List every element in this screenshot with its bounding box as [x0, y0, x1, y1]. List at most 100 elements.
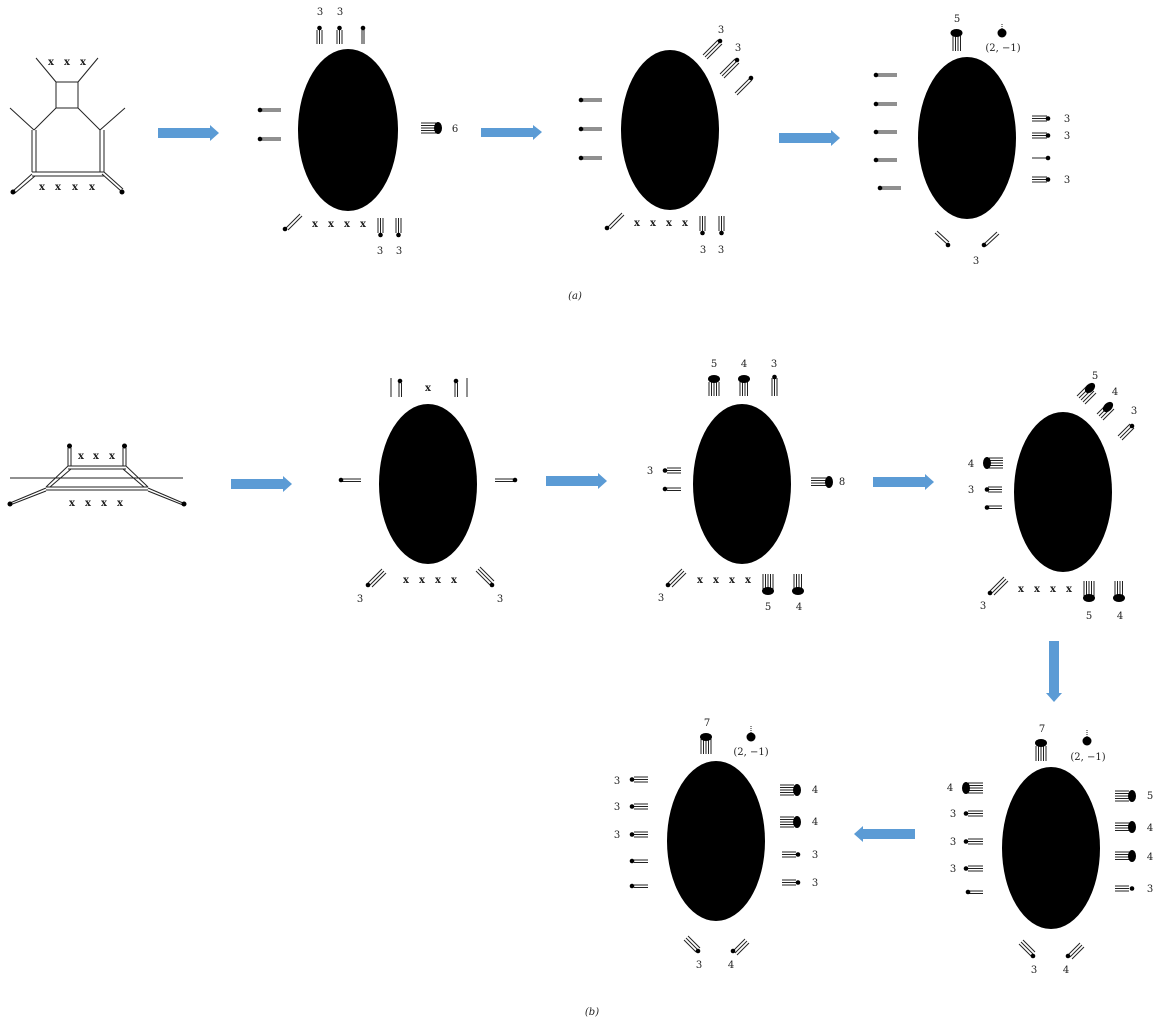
x-mark: x — [634, 218, 641, 229]
stack-label: 3 — [812, 878, 818, 889]
x-mark: x — [48, 57, 55, 68]
brane-endpoints — [873, 28, 1051, 248]
stack-label: 3 — [614, 830, 620, 841]
brane-endpoints — [257, 25, 442, 238]
right-arrow — [779, 130, 840, 146]
down-arrow — [1046, 641, 1062, 702]
left-arrow — [854, 826, 915, 842]
stack-label: 4 — [741, 359, 747, 370]
x-mark: x — [360, 219, 367, 230]
stack-label: 3 — [658, 593, 664, 604]
stack-label: 3 — [377, 246, 383, 257]
stack-label: 3 — [357, 594, 363, 605]
black-blob — [667, 761, 765, 921]
black-blob — [1014, 412, 1112, 572]
stack-label: 3 — [614, 802, 620, 813]
stack-label: 3 — [1064, 175, 1070, 186]
stack-label: 3 — [980, 601, 986, 612]
stack-label: 6 — [452, 124, 458, 135]
stack-label: 5 — [765, 602, 771, 613]
stack-label: 5 — [1086, 611, 1092, 622]
stack-label: 3 — [968, 485, 974, 496]
stack-label: 3 — [973, 256, 979, 267]
brane-endpoints — [983, 382, 1135, 602]
stack-label: 3 — [950, 809, 956, 820]
weight-label: (2, −1) — [985, 43, 1020, 54]
stack-label: 4 — [968, 459, 974, 470]
stack-label: 3 — [1147, 884, 1153, 895]
x-mark: x — [80, 57, 87, 68]
weight-label: (2, −1) — [733, 747, 768, 758]
black-blob — [918, 57, 1016, 219]
web-endpoint — [7, 501, 13, 507]
brane-endpoints — [629, 732, 801, 954]
x-mark: x — [682, 218, 689, 229]
brane-endpoints — [962, 736, 1136, 959]
right-arrow — [158, 125, 219, 141]
x-mark: x — [344, 219, 351, 230]
stack-label: 7 — [704, 718, 710, 729]
black-blob — [693, 404, 791, 564]
stack-label: 5 — [1147, 791, 1153, 802]
x-mark: x — [78, 451, 85, 462]
web-endpoint — [10, 189, 16, 195]
stack-label: 4 — [1147, 852, 1153, 863]
stack-label: 7 — [1039, 724, 1045, 735]
brane-endpoints — [338, 378, 518, 588]
x-mark: x — [39, 182, 46, 193]
stack-label: 3 — [718, 25, 724, 36]
web-endpoint — [122, 443, 127, 449]
x-mark: x — [745, 575, 752, 586]
stack-label: 8 — [839, 477, 845, 488]
x-mark: x — [451, 575, 458, 586]
stack-label: 4 — [1147, 823, 1153, 834]
brane-stubs — [342, 378, 514, 588]
brane-endpoints — [578, 38, 754, 236]
stack-label: 5 — [1092, 371, 1098, 382]
stack-label: 3 — [337, 7, 343, 18]
x-mark: x — [89, 182, 96, 193]
web-endpoint — [67, 443, 72, 449]
x-mark: x — [64, 57, 71, 68]
brane-stubs — [634, 726, 796, 956]
stack-label: 3 — [812, 850, 818, 861]
black-blob — [621, 50, 719, 210]
stack-label: 3 — [771, 359, 777, 370]
stack-label: 3 — [1131, 406, 1137, 417]
x-mark: x — [650, 218, 657, 229]
stack-label: 3 — [1064, 114, 1070, 125]
x-mark: x — [85, 498, 92, 509]
right-arrow — [873, 474, 934, 490]
brane-web-a — [9, 57, 126, 194]
x-mark: x — [425, 383, 432, 394]
x-mark: x — [1034, 584, 1041, 595]
black-blob — [1002, 767, 1100, 929]
x-mark: x — [435, 575, 442, 586]
stack-label: 3 — [614, 776, 620, 787]
stack-label: 4 — [947, 783, 953, 794]
x-mark: x — [69, 498, 76, 509]
caption-b: (b) — [585, 1007, 599, 1018]
x-mark: x — [93, 451, 100, 462]
x-mark: x — [403, 575, 410, 586]
brane-stubs — [261, 30, 436, 233]
x-mark: x — [312, 219, 319, 230]
brane-stubs — [582, 39, 753, 231]
x-mark: x — [117, 498, 124, 509]
weight-label: (2, −1) — [1070, 752, 1105, 763]
right-arrow — [231, 476, 292, 492]
stack-label: 3 — [950, 837, 956, 848]
brane-endpoints — [662, 374, 833, 595]
right-arrow — [481, 125, 542, 140]
x-mark: x — [101, 498, 108, 509]
x-mark: x — [328, 219, 335, 230]
black-blob — [298, 49, 398, 211]
x-mark: x — [1018, 584, 1025, 595]
stack-label: 3 — [497, 594, 503, 605]
brane-stubs — [968, 730, 1129, 960]
x-mark: x — [713, 575, 720, 586]
stack-label: 4 — [1112, 387, 1118, 398]
stack-label: 3 — [396, 246, 402, 257]
brane-web-b — [9, 448, 184, 506]
black-blob — [379, 404, 477, 564]
